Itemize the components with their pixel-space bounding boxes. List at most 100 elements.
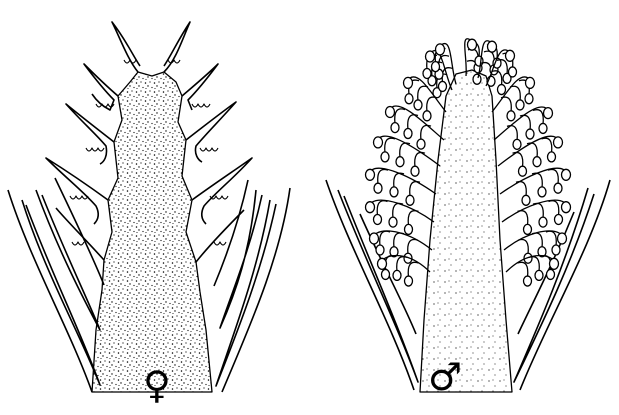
female-symbol: ♀ bbox=[143, 366, 171, 404]
female-cone bbox=[8, 22, 290, 392]
female-scale-left-1 bbox=[112, 22, 140, 72]
anther bbox=[554, 183, 562, 193]
anther bbox=[411, 166, 419, 176]
anther bbox=[519, 166, 527, 176]
stamen-branch bbox=[504, 231, 560, 250]
anther bbox=[562, 169, 571, 180]
female-bract-left-inner bbox=[36, 190, 100, 330]
stamen-filament bbox=[546, 231, 556, 246]
stamen-filament bbox=[533, 203, 543, 218]
anther bbox=[516, 100, 524, 110]
anther bbox=[423, 111, 431, 121]
anther bbox=[524, 276, 532, 286]
anther bbox=[366, 202, 375, 213]
stamen-filament bbox=[380, 231, 390, 246]
anther bbox=[439, 81, 447, 91]
anther bbox=[378, 258, 387, 269]
anther bbox=[558, 233, 567, 244]
anther bbox=[513, 139, 521, 149]
anther bbox=[555, 214, 563, 224]
stamen-filament bbox=[393, 203, 403, 218]
stamen-branch bbox=[376, 231, 432, 250]
anther bbox=[389, 217, 397, 227]
anther bbox=[468, 39, 477, 50]
female-scale-left-4 bbox=[46, 158, 108, 224]
anther bbox=[426, 51, 435, 62]
stamen-filament bbox=[518, 239, 528, 254]
female-scale-right-5 bbox=[196, 210, 244, 262]
anther bbox=[526, 129, 534, 139]
anther bbox=[404, 77, 413, 88]
female-scale-right-4 bbox=[192, 158, 252, 224]
stamen-filament bbox=[408, 239, 418, 254]
female-bract-left-outer-2 bbox=[22, 200, 100, 385]
stamen-filament bbox=[410, 182, 420, 197]
anther bbox=[436, 44, 445, 55]
anther bbox=[509, 67, 517, 77]
female-scale-left-2 bbox=[84, 64, 118, 110]
stamen-filament bbox=[542, 138, 552, 153]
anther bbox=[535, 270, 543, 280]
stamen-branch bbox=[494, 107, 546, 140]
stamen-filament bbox=[548, 169, 558, 184]
anther bbox=[548, 152, 556, 162]
stamen-filament bbox=[510, 86, 520, 101]
anther bbox=[473, 74, 481, 84]
anther bbox=[539, 123, 547, 133]
anther bbox=[386, 107, 395, 118]
anther bbox=[404, 129, 412, 139]
anther bbox=[526, 77, 535, 88]
stamen-filament bbox=[549, 201, 559, 216]
anther bbox=[370, 233, 379, 244]
female-axis bbox=[92, 72, 212, 392]
anther bbox=[393, 270, 401, 280]
male-symbol: ♂ bbox=[428, 358, 462, 396]
anther bbox=[366, 169, 375, 180]
stamen-filament bbox=[385, 138, 395, 153]
anther bbox=[562, 202, 571, 213]
anther bbox=[405, 276, 413, 286]
anther bbox=[405, 224, 413, 234]
stamen-filament bbox=[518, 262, 528, 277]
stamen-filament bbox=[533, 110, 543, 125]
anther bbox=[538, 187, 546, 197]
anther bbox=[391, 123, 399, 133]
stamen-filament bbox=[427, 97, 437, 112]
anther bbox=[405, 94, 413, 104]
anther bbox=[374, 214, 382, 224]
male-axis bbox=[420, 70, 512, 392]
stamen-filament bbox=[408, 262, 418, 277]
anther bbox=[498, 85, 506, 95]
male-cone bbox=[326, 70, 610, 392]
anther bbox=[525, 94, 533, 104]
anther bbox=[488, 41, 497, 52]
female-scale-right-2 bbox=[182, 64, 218, 110]
anther bbox=[533, 157, 541, 167]
female-scale-left-3 bbox=[66, 104, 114, 164]
female-scale-right-1 bbox=[164, 22, 190, 72]
stamen-filament bbox=[377, 201, 387, 216]
female-bract-right-inner-2 bbox=[214, 180, 248, 286]
anther bbox=[506, 50, 515, 61]
anther bbox=[550, 258, 559, 269]
anther bbox=[376, 245, 384, 255]
stamen-branch bbox=[498, 136, 556, 166]
anther bbox=[390, 187, 398, 197]
stamen-filament bbox=[532, 233, 542, 248]
female-scale-left-5 bbox=[56, 208, 104, 260]
anther bbox=[507, 111, 515, 121]
stamen-branch bbox=[392, 106, 444, 140]
anther bbox=[406, 195, 414, 205]
anther bbox=[552, 245, 560, 255]
female-scale-right-3 bbox=[186, 102, 236, 162]
anther bbox=[524, 224, 532, 234]
anther bbox=[414, 100, 422, 110]
anther bbox=[432, 62, 440, 72]
anther bbox=[423, 68, 431, 78]
anther bbox=[396, 157, 404, 167]
stamen-filament bbox=[378, 169, 388, 184]
female-bract-left-inner-2 bbox=[55, 178, 104, 285]
stamen-filament bbox=[501, 97, 511, 112]
stamen-filament bbox=[418, 86, 428, 101]
